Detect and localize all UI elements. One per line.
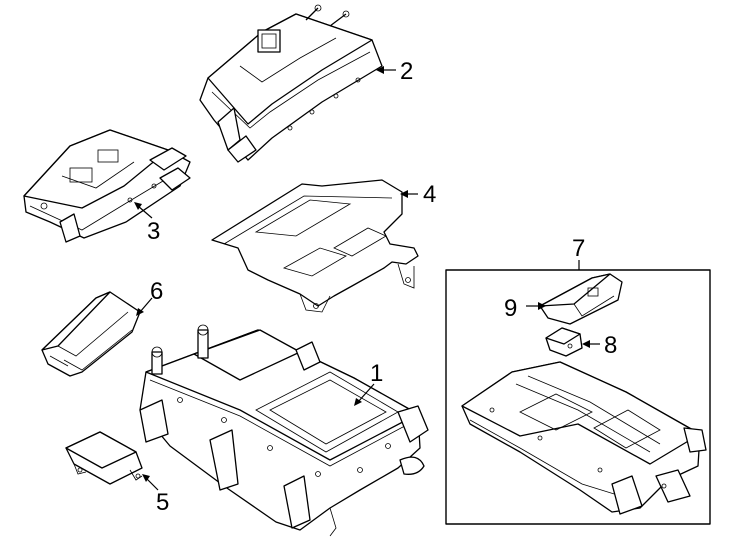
callout-3: 3 [147, 218, 160, 245]
part-8-bracket [545, 327, 583, 357]
callout-2: 2 [400, 58, 413, 85]
callout-9: 9 [504, 295, 517, 322]
part-3-module [23, 129, 191, 243]
callout-6: 6 [150, 278, 163, 305]
leader-2 [376, 66, 396, 74]
leader-6 [136, 297, 153, 316]
leader-4 [400, 190, 418, 198]
part-5-module [65, 431, 143, 485]
part-4-bracket [211, 179, 419, 313]
part-6-cover [41, 291, 141, 377]
leader-5 [142, 474, 159, 491]
leader-8 [582, 340, 600, 348]
leader-1 [354, 383, 375, 406]
leader-9 [526, 302, 546, 310]
part-2-module [199, 4, 383, 163]
callout-7: 7 [572, 235, 585, 262]
callout-5: 5 [156, 489, 169, 516]
part-7-frame [461, 361, 707, 515]
callout-1: 1 [370, 360, 383, 387]
part-1-assembly [139, 324, 429, 537]
callout-4: 4 [423, 181, 436, 208]
part-9-bracket [539, 273, 623, 325]
leader-3 [134, 202, 153, 219]
callout-8: 8 [604, 332, 617, 359]
